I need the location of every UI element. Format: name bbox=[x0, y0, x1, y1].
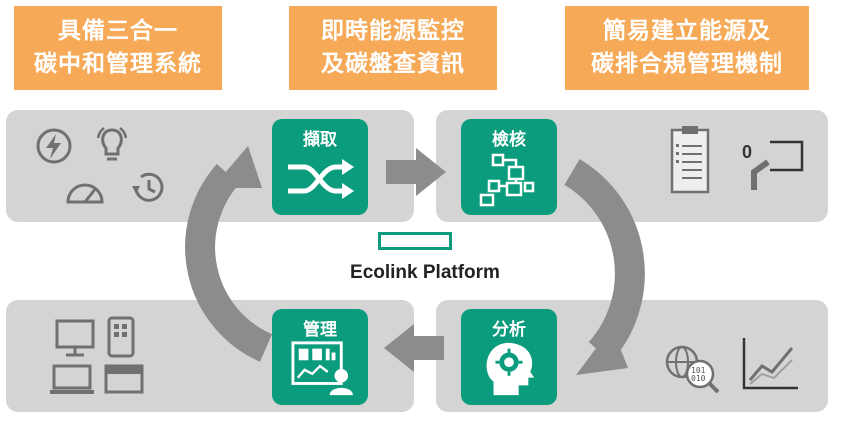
line-chart-icon bbox=[742, 338, 798, 390]
lightbulb-cycle-icon bbox=[96, 127, 128, 161]
svg-text:101: 101 bbox=[691, 366, 706, 375]
switch-icon: 0 bbox=[742, 140, 804, 190]
banner-carbon-management: 具備三合一 碳中和管理系統 bbox=[14, 6, 222, 90]
monitor-icon bbox=[55, 319, 95, 357]
globe-data-icon: 101 010 bbox=[665, 345, 720, 394]
banner-line: 碳中和管理系統 bbox=[34, 51, 202, 77]
svg-text:010: 010 bbox=[691, 374, 706, 383]
banner-energy-monitoring: 即時能源監控 及碳盤查資訊 bbox=[289, 6, 497, 90]
banner-line: 具備三合一 bbox=[58, 18, 178, 44]
arrow-top-shaft bbox=[386, 160, 418, 184]
platform-name: Ecolink Platform bbox=[350, 262, 500, 283]
svg-text:0: 0 bbox=[742, 142, 752, 162]
arrow-bottom-shaft bbox=[412, 336, 444, 360]
tile-label: 分析 bbox=[492, 320, 526, 340]
arrow-top-head bbox=[416, 148, 446, 196]
arrow-left-arc bbox=[185, 164, 273, 362]
head-gear-icon bbox=[486, 342, 535, 396]
platform-logo bbox=[378, 232, 452, 250]
banner-line: 碳排合規管理機制 bbox=[591, 51, 783, 77]
devices-icon bbox=[50, 364, 94, 394]
shuffle-icon bbox=[288, 159, 354, 199]
banner-compliance: 簡易建立能源及 碳排合規管理機制 bbox=[565, 6, 809, 90]
flow-blocks-icon bbox=[479, 153, 535, 207]
energy-icon bbox=[36, 128, 72, 164]
arrow-bottom-head bbox=[384, 324, 414, 372]
banner-line: 簡易建立能源及 bbox=[603, 18, 771, 44]
panel-icon bbox=[104, 364, 144, 394]
arrow-left-arc-head bbox=[212, 146, 262, 188]
gauge-icon bbox=[66, 183, 104, 204]
checklist-clipboard-icon bbox=[670, 126, 710, 194]
arrow-right-arc-head bbox=[576, 327, 628, 375]
dashboard-user-icon bbox=[291, 341, 353, 396]
banner-line: 即時能源監控 bbox=[321, 18, 465, 44]
tile-label: 擷取 bbox=[303, 130, 337, 150]
arrow-right-arc bbox=[564, 159, 645, 362]
history-clock-icon bbox=[132, 172, 164, 202]
tile-inspect[interactable]: 檢核 bbox=[461, 119, 557, 215]
tile-analyze[interactable]: 分析 bbox=[461, 309, 557, 405]
tile-label: 管理 bbox=[303, 320, 337, 340]
tile-capture[interactable]: 擷取 bbox=[272, 119, 368, 215]
tile-manage[interactable]: 管理 bbox=[272, 309, 368, 405]
tile-label: 檢核 bbox=[492, 130, 526, 150]
tablet-icon bbox=[107, 316, 135, 358]
banner-line: 及碳盤查資訊 bbox=[321, 51, 465, 77]
